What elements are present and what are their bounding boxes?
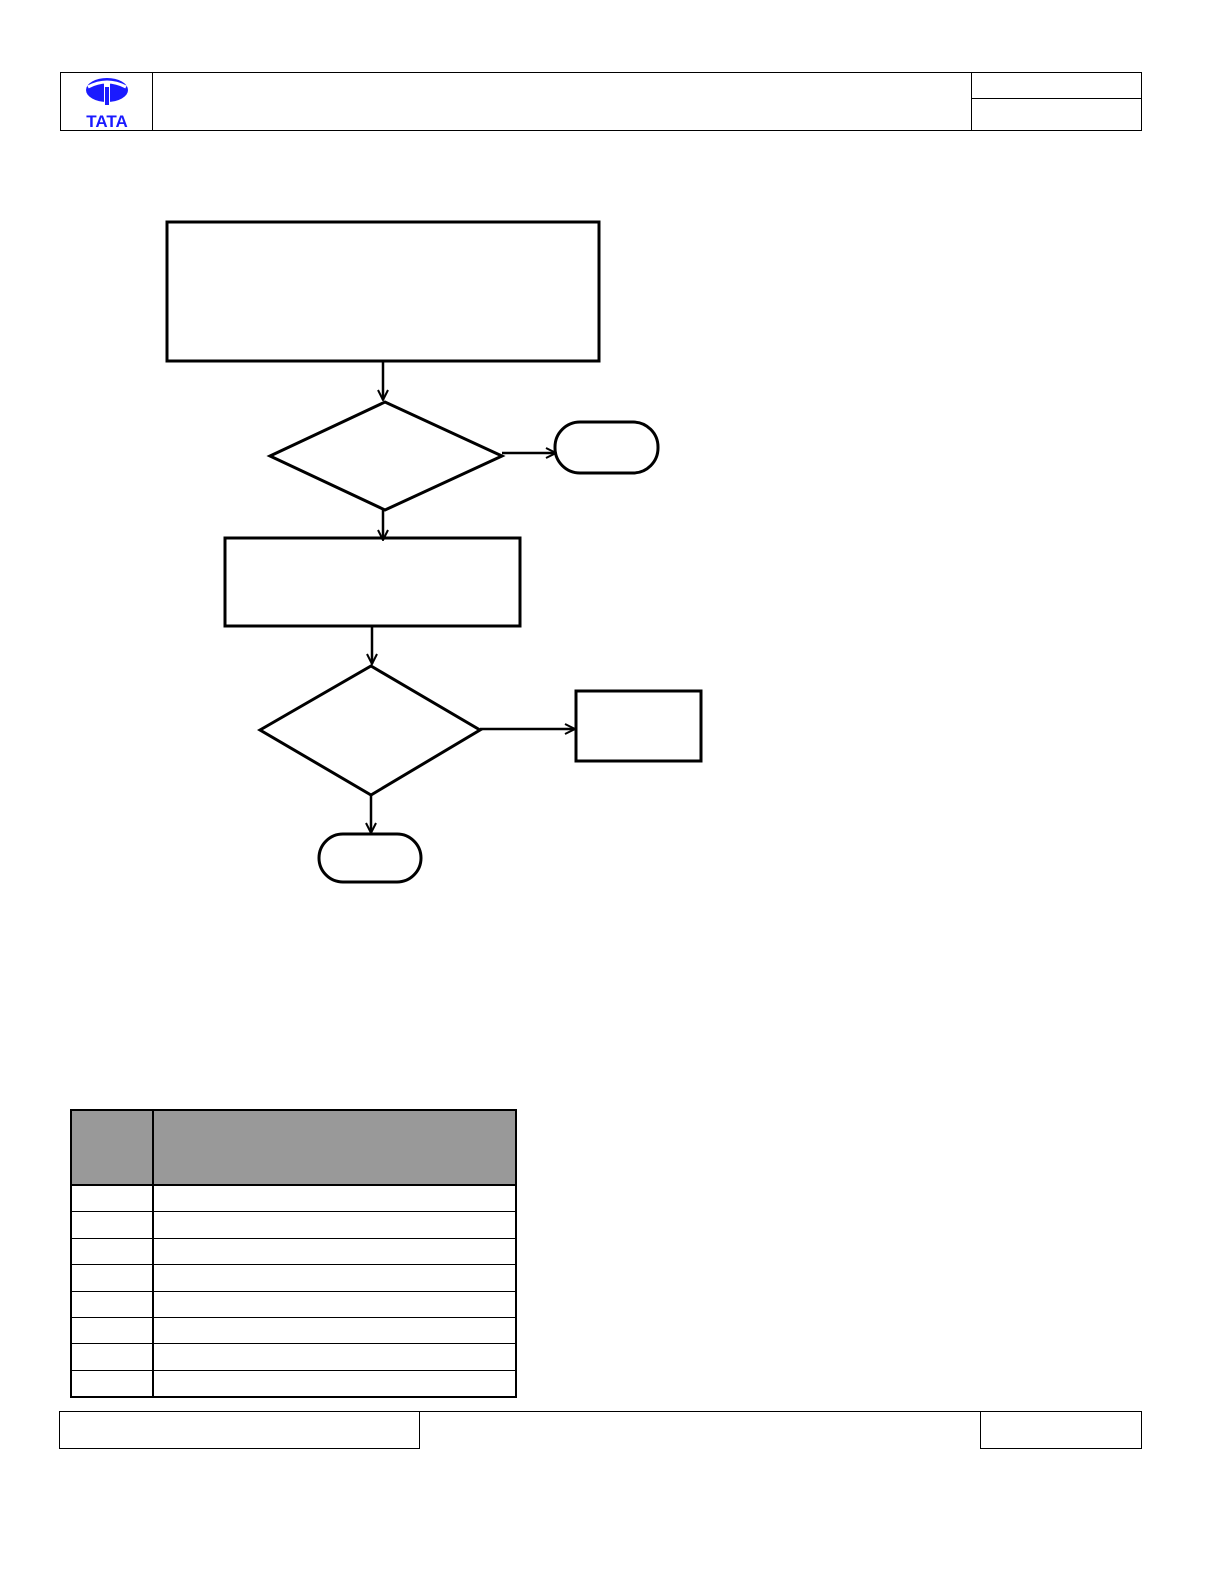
logo-wordmark: TATA — [86, 112, 128, 129]
flow-side-process-box — [574, 689, 703, 763]
table-row — [72, 1237, 515, 1265]
table-cell — [72, 1344, 154, 1370]
table-row — [72, 1316, 515, 1344]
flow-decision-1-diamond — [266, 400, 506, 512]
tata-logo: TATA — [61, 73, 153, 130]
table-cell — [154, 1371, 515, 1396]
revision-col-2-header — [154, 1111, 515, 1184]
table-row — [72, 1369, 515, 1396]
flow-decision-2-diamond — [257, 664, 483, 797]
table-row — [72, 1290, 515, 1317]
revision-col-1-header — [72, 1111, 154, 1184]
table-cell — [154, 1186, 515, 1211]
table-row — [72, 1343, 515, 1370]
document-footer — [59, 1411, 1142, 1450]
table-cell — [72, 1265, 154, 1291]
footer-right-cell — [980, 1411, 1142, 1449]
table-cell — [154, 1318, 515, 1343]
flow-start-process-box — [165, 220, 601, 363]
table-cell — [72, 1212, 154, 1238]
table-cell — [154, 1292, 515, 1317]
flow-process-2-box — [223, 536, 522, 628]
header-meta — [972, 73, 1141, 130]
table-cell — [154, 1239, 515, 1264]
document-header: TATA — [60, 72, 1142, 131]
process-flowchart — [165, 220, 703, 884]
header-doc-no-cell — [972, 73, 1141, 99]
table-cell — [154, 1344, 515, 1369]
table-row — [72, 1211, 515, 1238]
table-cell — [72, 1238, 154, 1265]
table-cell — [154, 1265, 515, 1290]
flow-terminator-end — [317, 832, 423, 884]
table-cell — [72, 1186, 154, 1212]
header-title-cell — [153, 73, 972, 130]
table-cell — [72, 1291, 154, 1317]
table-row — [72, 1264, 515, 1291]
revision-table — [70, 1109, 517, 1398]
table-cell — [72, 1317, 154, 1344]
table-row — [72, 1185, 515, 1212]
revision-table-header — [72, 1111, 515, 1185]
table-cell — [154, 1212, 515, 1237]
flow-terminator-1 — [553, 420, 660, 475]
footer-divider — [59, 1411, 1142, 1412]
footer-middle-cell — [420, 1411, 980, 1449]
tata-logo-icon: TATA — [85, 77, 128, 129]
table-cell — [72, 1370, 154, 1396]
footer-left-cell — [59, 1411, 420, 1449]
